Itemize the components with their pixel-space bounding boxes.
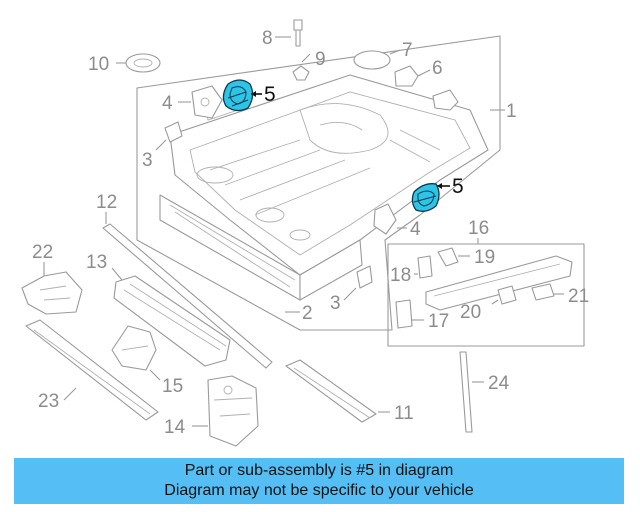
part-16-box [387, 238, 585, 347]
part-5-highlight-upper [222, 79, 262, 112]
part-21 [531, 283, 564, 301]
part-13-rail [111, 267, 231, 367]
part-3-bracket-lower [343, 265, 373, 301]
part-6-brackets [394, 65, 459, 111]
callout-9[interactable]: 9 [315, 49, 326, 70]
callout-21[interactable]: 21 [568, 286, 589, 307]
callout-2[interactable]: 2 [302, 303, 313, 324]
callout-20[interactable]: 20 [460, 302, 481, 323]
part-18 [414, 255, 433, 279]
callout-16[interactable]: 16 [468, 218, 489, 239]
info-banner: Part or sub-assembly is #5 in diagram Di… [14, 458, 624, 504]
callout-13[interactable]: 13 [86, 252, 107, 273]
callout-12[interactable]: 12 [96, 192, 117, 213]
part-7-plug [353, 49, 401, 70]
callout-18[interactable]: 18 [390, 265, 411, 286]
callout-8[interactable]: 8 [262, 28, 273, 49]
callout-15[interactable]: 15 [162, 376, 183, 397]
callout-14[interactable]: 14 [164, 417, 186, 438]
floor-pan-assembly [159, 74, 489, 301]
part-23-rail [25, 319, 159, 421]
callout-5-right[interactable]: 5 [452, 175, 464, 198]
part-5-highlight-right [411, 183, 450, 212]
parts-diagram: 1 2 3 3 4 4 5 5 6 7 8 9 10 11 12 13 14 1… [21, 19, 589, 447]
callout-4-right[interactable]: 4 [410, 219, 421, 240]
callout-19[interactable]: 19 [474, 247, 495, 268]
part-9-clip [292, 53, 311, 81]
part-15-bracket [111, 325, 161, 381]
callout-7[interactable]: 7 [402, 40, 413, 61]
part-22-bracket [21, 262, 83, 315]
part-16-rail [425, 255, 573, 311]
callout-24[interactable]: 24 [488, 373, 510, 394]
part-4-bracket-upper [178, 85, 223, 119]
callout-17[interactable]: 17 [428, 311, 449, 332]
part-17 [395, 299, 424, 329]
callout-3-lower[interactable]: 3 [330, 293, 341, 314]
part-11-rail [285, 359, 390, 423]
part-3-bracket-upper [155, 121, 183, 151]
part-12-bar [102, 212, 273, 369]
callout-23[interactable]: 23 [38, 391, 59, 412]
callout-1[interactable]: 1 [506, 101, 517, 122]
callout-6[interactable]: 6 [432, 58, 443, 79]
callout-5-upper[interactable]: 5 [264, 83, 276, 106]
part-20 [491, 285, 517, 305]
callout-10[interactable]: 10 [88, 54, 109, 75]
part-14-bracket [192, 375, 259, 447]
callout-4-upper[interactable]: 4 [162, 93, 173, 114]
callout-22[interactable]: 22 [32, 242, 53, 263]
floor-pan-outline [136, 35, 501, 331]
part-10-plug [116, 53, 161, 73]
callout-11[interactable]: 11 [394, 403, 414, 424]
part-24-rod [459, 351, 484, 433]
part-4-bracket-right [373, 203, 407, 235]
callout-3-upper[interactable]: 3 [142, 150, 153, 171]
banner-line-1: Part or sub-assembly is #5 in diagram [184, 462, 454, 479]
part-8-bolt [275, 19, 303, 47]
part-19 [437, 247, 470, 267]
banner-line-2: Diagram may not be specific to your vehi… [164, 482, 474, 499]
